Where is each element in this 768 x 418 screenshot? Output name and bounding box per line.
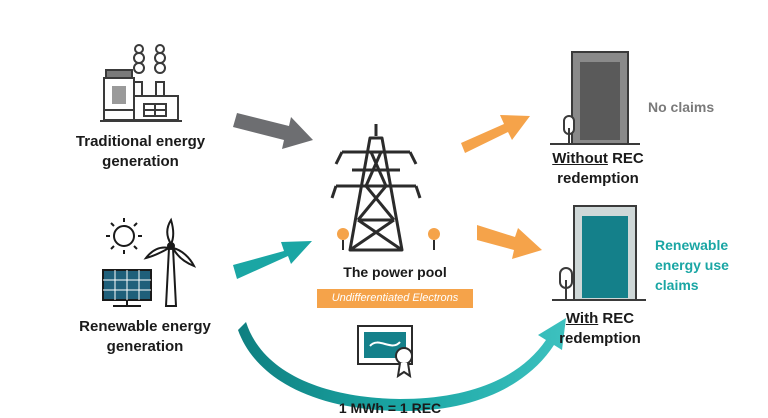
tower-left-ball <box>337 228 349 240</box>
factory-icon <box>100 44 182 122</box>
teal-arrow-icon <box>233 241 312 279</box>
power-pool-title: The power pool <box>343 264 447 280</box>
orange-arrow-up-icon <box>461 115 530 153</box>
tower-right-ball <box>428 228 440 240</box>
renewable-claims-line-3: claims <box>655 277 699 293</box>
without-rec-label: Without REC redemption <box>538 149 658 189</box>
orange-arrow-down-icon <box>477 225 542 259</box>
teal-building-icon <box>552 205 646 301</box>
gray-building-icon <box>550 51 640 145</box>
without-emphasis: Without <box>552 150 608 167</box>
with-emphasis: With <box>565 310 599 327</box>
certificate-icon <box>357 325 413 379</box>
traditional-generation-label: Traditional energy generation <box>75 133 206 170</box>
with-rec-line2: redemption <box>559 330 641 347</box>
undifferentiated-electrons-band: Undifferentiated Electrons <box>317 289 473 308</box>
wind-turbine-icon <box>143 217 197 307</box>
gray-arrow-icon <box>233 113 313 149</box>
teal-curve-arrow-icon <box>238 318 566 411</box>
certificate-label: 1 MWh = 1 REC <box>338 400 442 416</box>
transmission-tower-icon <box>330 124 422 252</box>
sun-icon <box>106 218 142 254</box>
renewable-claims-line-2: energy use <box>655 257 729 273</box>
renewable-claims-line-1: Renewable <box>655 237 729 253</box>
with-rec-label: With REC redemption <box>540 309 660 349</box>
renewable-generation-label: Renewable energy generation <box>79 318 211 355</box>
no-claims-label: No claims <box>648 99 715 115</box>
renewable-claims-label: Renewable energy use claims <box>655 235 729 295</box>
without-rec-line2: redemption <box>557 170 639 187</box>
solar-panel-icon <box>102 269 152 307</box>
without-rec-word: REC <box>607 150 644 167</box>
with-rec-word: REC <box>598 310 635 327</box>
